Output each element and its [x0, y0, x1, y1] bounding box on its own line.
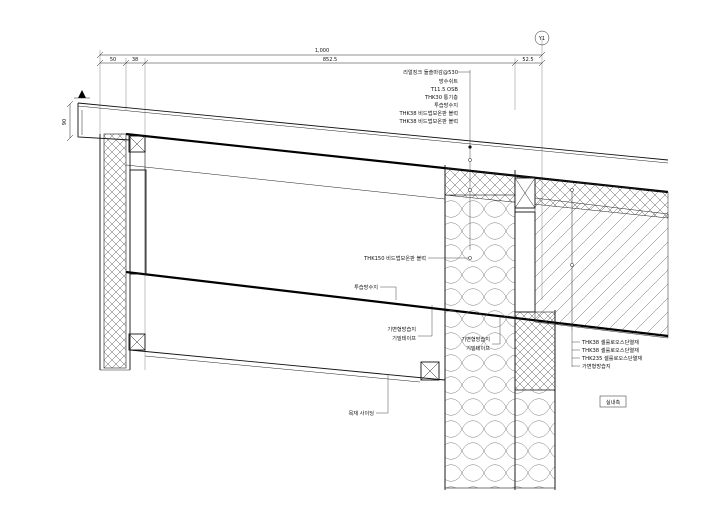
layer-callouts: 리얼징크 들솔마감@530 방수쉬트 T11.5 OSB THK30 통기층 투…: [398, 68, 574, 267]
wall-label-4: 가변형방습지: [582, 362, 611, 370]
tape-right-callout: 기밀테이프: [466, 344, 490, 352]
dim-90: 90: [62, 119, 68, 125]
dim-50: 50: [110, 57, 116, 63]
wall-label-1: THK38 셀룰로오스단열재: [581, 338, 639, 346]
wall-label-2: THK38 셀룰로오스단열재: [581, 346, 639, 354]
dim-total: 1,000: [315, 48, 329, 54]
layer-label-1: 리얼징크 들솔마감@530: [403, 68, 458, 76]
wall-callouts: THK38 셀룰로오스단열재 THK38 셀룰로오스단열재 THK235 셀룰로…: [571, 330, 642, 370]
dim-852: 852.5: [323, 57, 337, 63]
layer-label-2: 방수쉬트: [439, 77, 458, 85]
exterior-wall-left: [99, 133, 146, 371]
wood-siding-callout: 목재 사이딩: [348, 409, 374, 417]
membrane-callout: 투습방수지: [354, 283, 378, 291]
mid-callouts: THK150 비드법보온판 블럭 투습방수지 기변형방습지 기밀테이프 기변형방…: [348, 254, 501, 417]
tape-left-callout: 기밀테이프: [392, 334, 416, 342]
dim-52: 52.5: [522, 57, 533, 63]
ceiling-finish: [129, 349, 446, 383]
layer-label-4: THK30 통기층: [424, 93, 458, 101]
room-label-text: 실내측: [606, 398, 621, 406]
vapor-right-callout: 기변형방습지: [461, 335, 490, 343]
wall-label-3: THK235 셀룰로오스단열재: [581, 354, 642, 362]
grid-marker: Y1: [534, 30, 550, 46]
interior-wall: [444, 165, 669, 490]
room-label: 실내측: [599, 395, 627, 408]
layer-label-5: 투습방수지: [434, 101, 458, 109]
grid-marker-label: Y1: [538, 36, 545, 42]
insulation-callout: THK150 비드법보온판 블럭: [363, 254, 426, 262]
elevation-marker: [78, 90, 86, 98]
layer-label-3: T11.5 OSB: [430, 87, 459, 93]
dim-38: 38: [132, 57, 138, 63]
layer-label-7: THK38 비드법보온판 블럭: [398, 117, 458, 125]
layer-label-6: THK38 비드법보온판 블럭: [398, 109, 458, 117]
vapor-left-callout: 기변형방습지: [387, 325, 416, 333]
